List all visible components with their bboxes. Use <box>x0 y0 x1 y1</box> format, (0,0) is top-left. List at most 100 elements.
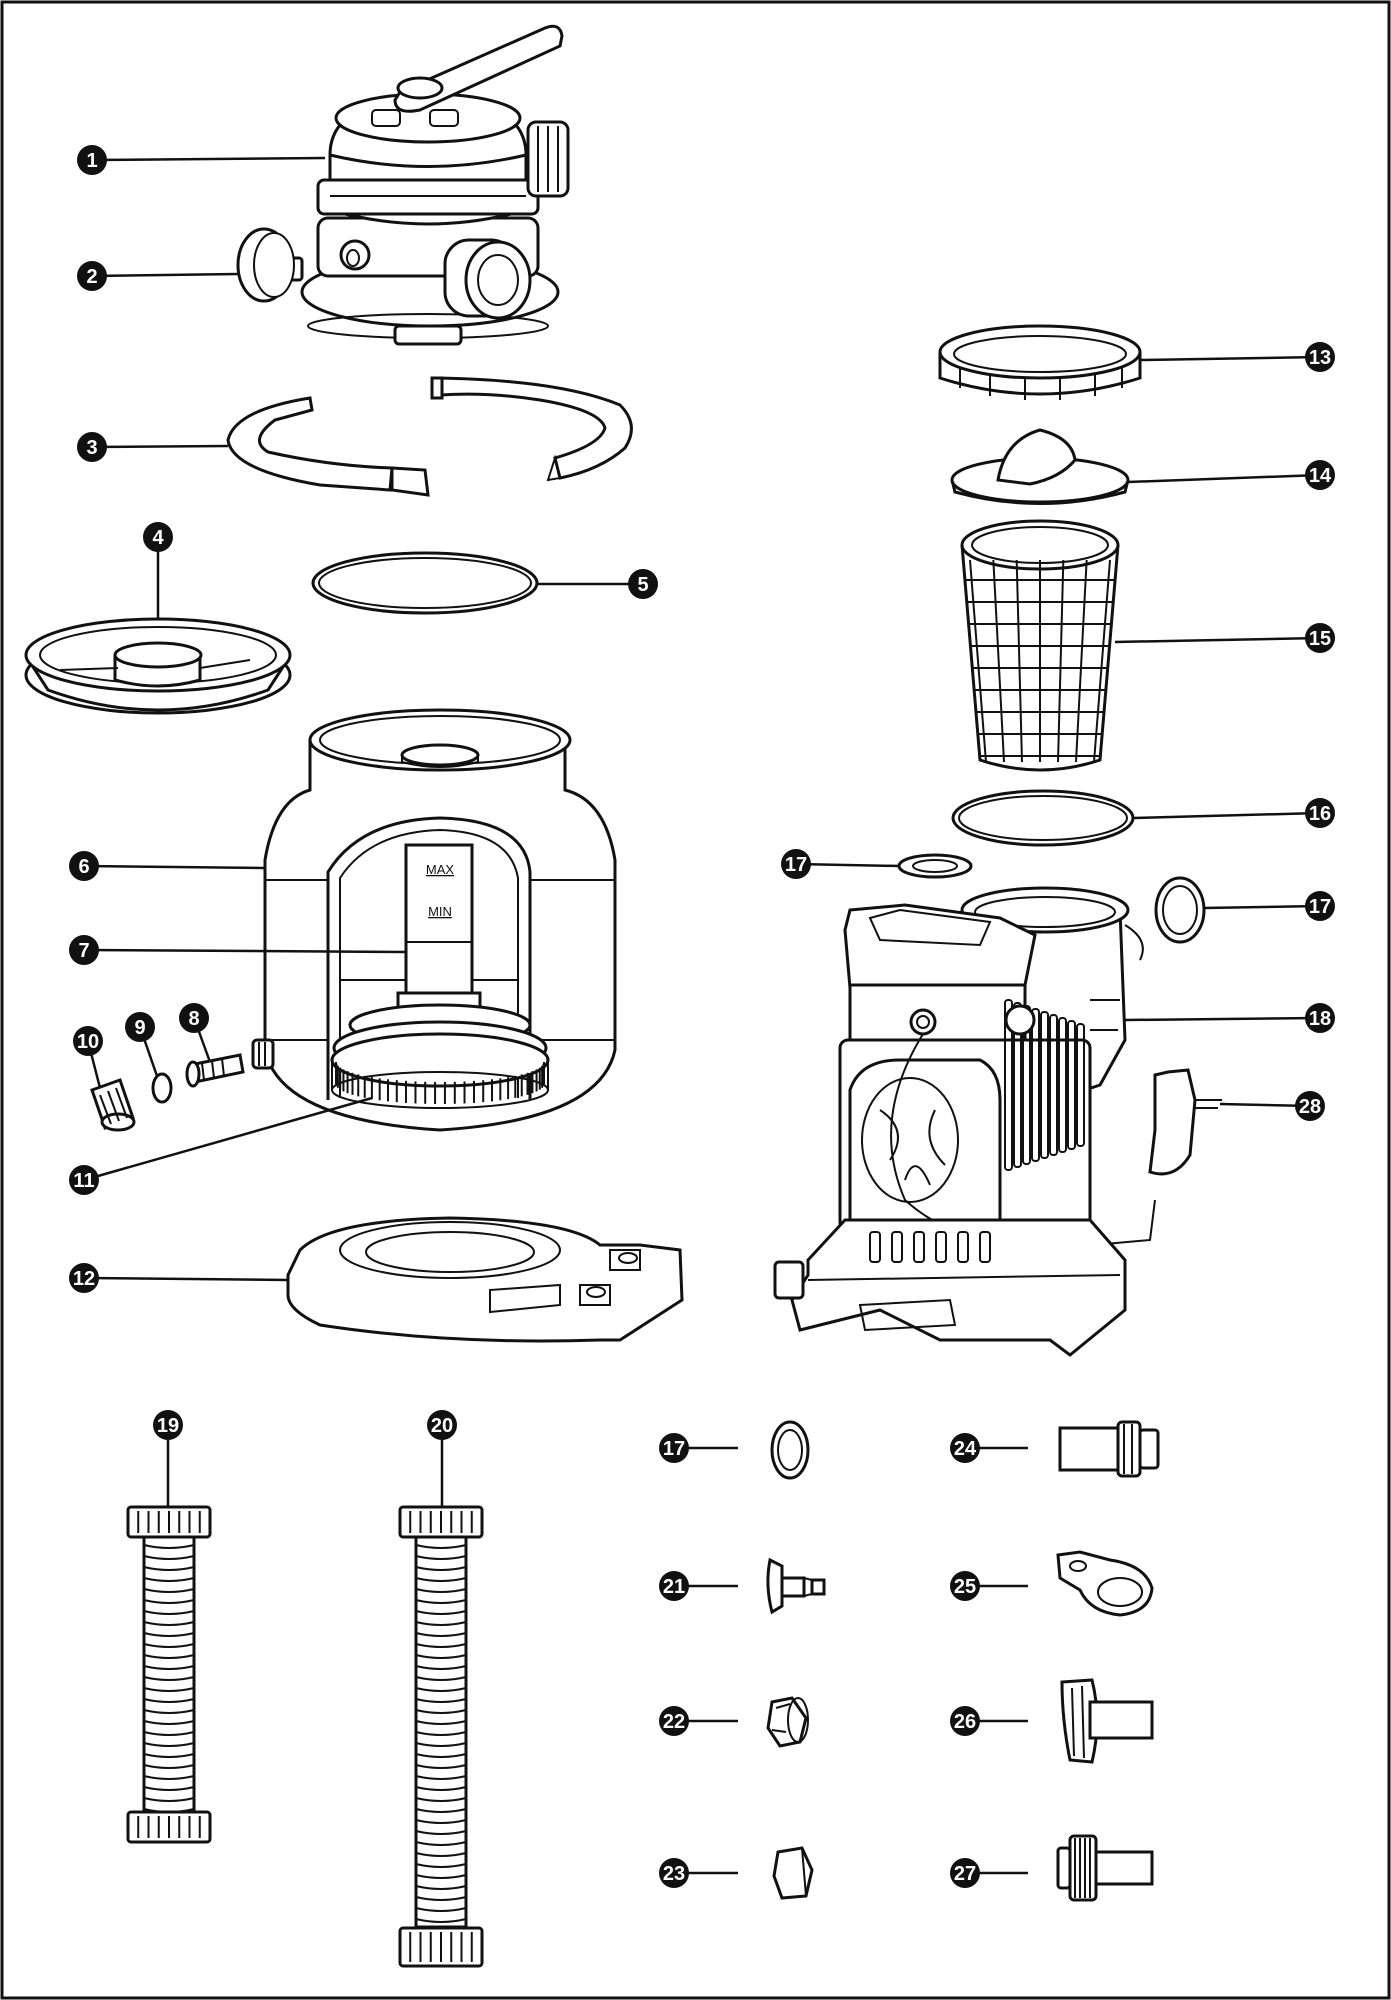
callout-number: 13 <box>1309 347 1331 369</box>
callout-badge: 13 <box>1305 342 1335 372</box>
callout-number: 3 <box>86 437 97 459</box>
drain-cap-part <box>90 1078 136 1132</box>
callout-number: 19 <box>157 1415 179 1437</box>
callout-badge: 11 <box>69 1165 99 1195</box>
callout-badge: 25 <box>950 1571 980 1601</box>
callout-number: 27 <box>954 1863 976 1885</box>
hose-nut-part <box>766 1696 809 1748</box>
callout-badge: 28 <box>1295 1091 1325 1121</box>
callout-number: 12 <box>73 1268 95 1290</box>
clamp-part <box>226 376 633 497</box>
callout-number: 5 <box>637 574 648 596</box>
callout-number: 14 <box>1309 465 1332 487</box>
leader-line <box>83 1096 373 1182</box>
callout-number: 23 <box>663 1863 685 1885</box>
callout-badge: 8 <box>179 1003 209 1033</box>
max-level-mark: MAX <box>426 862 455 877</box>
callout-number: 21 <box>663 1576 685 1598</box>
pressure-gauge-part <box>236 227 304 303</box>
leader-line <box>1132 811 1321 820</box>
callout-number: 15 <box>1309 628 1331 650</box>
callout-number: 8 <box>188 1008 199 1030</box>
drain-plug-part <box>185 1053 245 1088</box>
callout-number: 17 <box>785 854 807 876</box>
hose-clamp-part <box>1056 1550 1154 1617</box>
leader-line <box>83 864 266 870</box>
callout-number: 11 <box>73 1170 94 1192</box>
strainer-basket-part <box>960 519 1120 772</box>
hose-short-part <box>126 1505 212 1844</box>
callout-number: 28 <box>1299 1096 1321 1118</box>
callout-badge: 19 <box>153 1410 183 1440</box>
callout-badge: 9 <box>125 1012 155 1042</box>
leader-line <box>83 1276 289 1282</box>
callout-number: 2 <box>86 266 97 288</box>
leader-line <box>83 948 407 954</box>
callout-badge: 3 <box>77 432 107 462</box>
callout-badge: 12 <box>69 1263 99 1293</box>
callout-badge: 22 <box>659 1706 689 1736</box>
callout-number: 24 <box>954 1438 977 1460</box>
strainer-connector-part <box>1060 1678 1154 1764</box>
callout-badge: 4 <box>143 522 173 552</box>
callout-number: 25 <box>954 1576 976 1598</box>
pool-connector-part <box>1058 1420 1160 1478</box>
callout-number: 10 <box>77 1031 99 1053</box>
callout-badge: 10 <box>73 1026 103 1056</box>
callout-number: 20 <box>431 1415 453 1437</box>
callout-number: 9 <box>134 1017 145 1039</box>
callout-number: 17 <box>663 1438 685 1460</box>
callout-number: 6 <box>78 856 89 878</box>
callout-badge: 1 <box>77 145 107 175</box>
cover-plate-part <box>24 617 292 715</box>
leader-line <box>1127 473 1321 484</box>
multiport-valve-part <box>300 24 570 346</box>
hose-long-part <box>398 1505 484 1968</box>
callout-badge: 14 <box>1305 460 1335 490</box>
leader-line <box>91 156 326 162</box>
callout-badge: 17 <box>781 849 811 879</box>
leader-line <box>91 272 239 278</box>
callout-badge: 5 <box>628 569 658 599</box>
callout-badge: 21 <box>659 1571 689 1601</box>
leader-line <box>1124 1016 1321 1022</box>
hose-adapter-part <box>766 1557 826 1615</box>
callout-badge: 26 <box>950 1706 980 1736</box>
callout-number: 1 <box>86 150 97 172</box>
callout-number: 16 <box>1309 803 1331 825</box>
min-level-mark: MIN <box>428 904 452 919</box>
callout-number: 7 <box>78 940 89 962</box>
leader-line <box>1114 636 1321 644</box>
callout-badge: 24 <box>950 1433 980 1463</box>
leader-line <box>1219 1102 1311 1108</box>
callout-number: 22 <box>663 1711 685 1733</box>
callout-badge: 7 <box>69 935 99 965</box>
callout-badge: 23 <box>659 1858 689 1888</box>
callout-badge: 2 <box>77 261 107 291</box>
callout-badge: 17 <box>1305 891 1335 921</box>
lock-ring-part <box>938 324 1142 400</box>
inlet-connector-part <box>1056 1834 1154 1902</box>
washer-part-b <box>1154 876 1206 944</box>
drain-o-ring-part <box>151 1072 173 1104</box>
callout-number: 26 <box>954 1711 976 1733</box>
leader-line <box>1203 904 1321 910</box>
callout-badge: 18 <box>1305 1003 1335 1033</box>
callout-badge: 15 <box>1305 623 1335 653</box>
callout-badge: 27 <box>950 1858 980 1888</box>
filter-tank-part: MAX MIN <box>251 708 617 1132</box>
leader-line <box>91 444 229 449</box>
strainer-lid-part <box>950 428 1130 505</box>
callout-badge: 20 <box>427 1410 457 1440</box>
power-plug-part <box>1148 1068 1222 1176</box>
callout-badge: 17 <box>659 1433 689 1463</box>
leader-line <box>1139 355 1321 362</box>
tank-base-part <box>286 1216 684 1343</box>
plug-cap-part <box>772 1846 814 1900</box>
callout-badge: 16 <box>1305 798 1335 828</box>
pump-motor-part <box>773 886 1156 1357</box>
callout-number: 4 <box>152 527 164 549</box>
callout-badge: 6 <box>69 851 99 881</box>
